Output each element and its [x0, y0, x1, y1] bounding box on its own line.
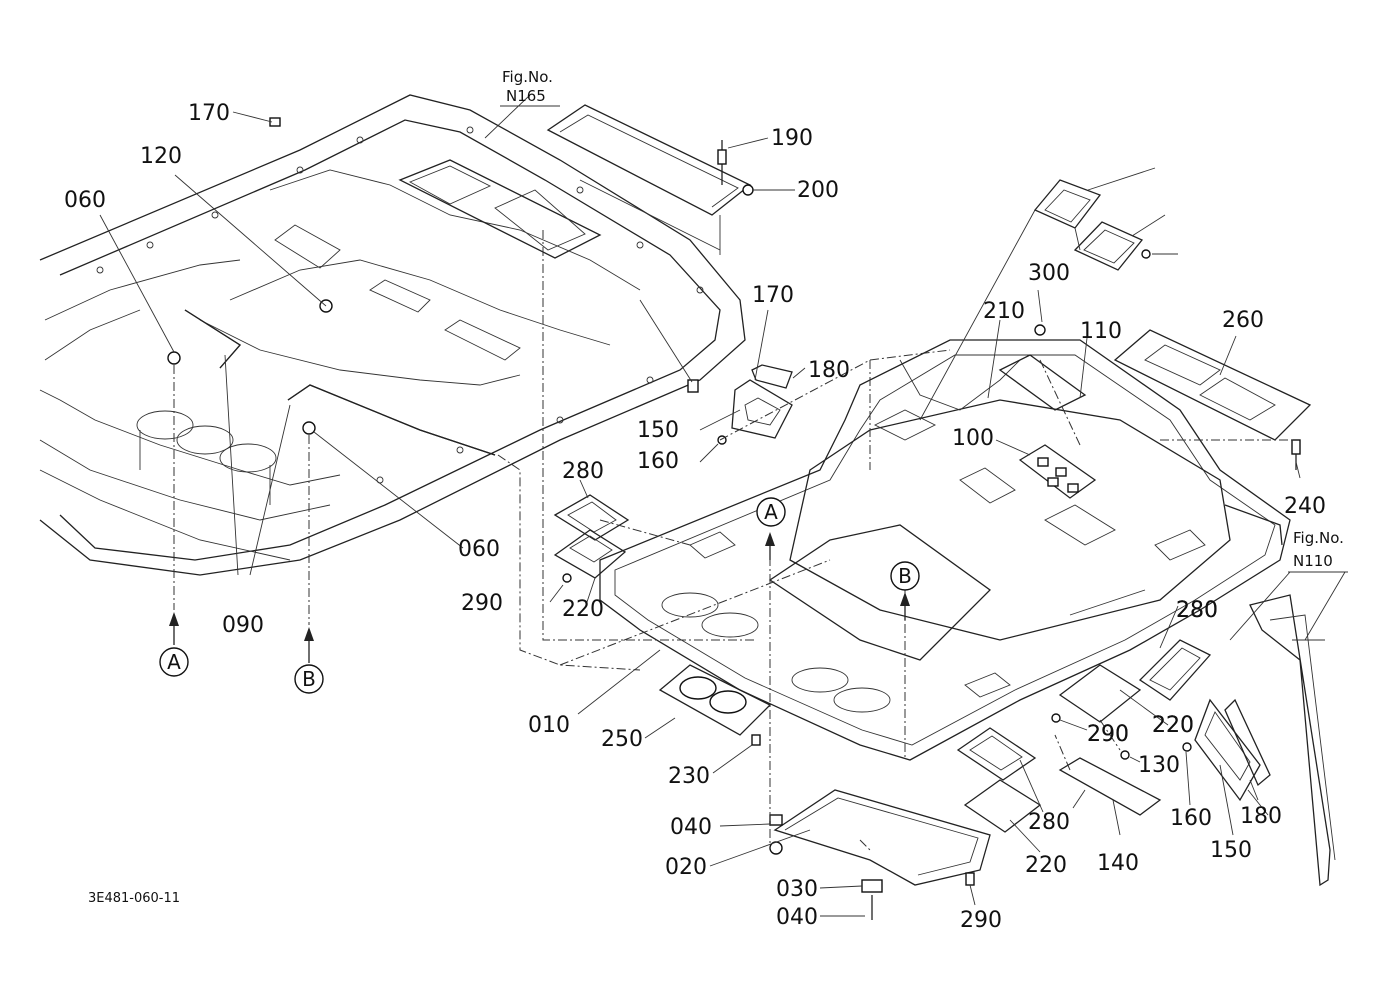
fig-ref-label: Fig.No. — [502, 68, 553, 86]
callout-090: 090 — [222, 613, 264, 638]
leader-lines — [99, 111, 1346, 917]
svg-text:B: B — [898, 564, 912, 588]
callout-010: 010 — [528, 713, 570, 738]
harness-plate — [546, 104, 754, 255]
callout-180: 180 — [808, 358, 850, 383]
svg-text:A: A — [167, 650, 181, 674]
callout-260: 260 — [1222, 308, 1264, 333]
fig-ref-label: Fig.No. — [1293, 529, 1344, 547]
callout-280: 280 — [1176, 598, 1218, 623]
callout-200: 200 — [797, 178, 839, 203]
drawing-code: 3E481-060-11 — [88, 891, 180, 906]
callout-280: 280 — [1028, 810, 1070, 835]
reference-lines — [173, 230, 1295, 851]
callout-150: 150 — [1210, 838, 1252, 863]
callout-060: 060 — [64, 188, 106, 213]
callout-170: 170 — [752, 283, 794, 308]
callout-060: 060 — [458, 537, 500, 562]
callout-220: 220 — [562, 597, 604, 622]
callout-160: 160 — [1170, 806, 1212, 831]
connector-b: B — [294, 664, 324, 694]
callout-240: 240 — [1284, 494, 1326, 519]
callout-290: 290 — [1087, 722, 1129, 747]
callout-030: 030 — [776, 877, 818, 902]
callout-290: 290 — [1087, 722, 1129, 747]
top-vent-group — [919, 179, 1151, 421]
callout-300: 300 — [1028, 261, 1070, 286]
callout-250: 250 — [601, 727, 643, 752]
callout-180: 180 — [1240, 804, 1282, 829]
callout-040: 040 — [776, 905, 818, 930]
svg-text:A: A — [764, 500, 778, 524]
callout-190: 190 — [771, 126, 813, 151]
callout-290: 290 — [461, 591, 503, 616]
speaker-250 — [658, 664, 772, 746]
fig-ref-number: N110 — [1293, 552, 1333, 570]
callout-220: 220 — [1152, 713, 1194, 738]
connector-a: A — [756, 497, 786, 527]
callout-220: 220 — [1025, 853, 1067, 878]
callout-110: 110 — [1080, 319, 1122, 344]
svg-text:B: B — [302, 667, 316, 691]
pillar-n110 — [1249, 594, 1336, 887]
callout-140: 140 — [1097, 851, 1139, 876]
callout-280: 280 — [1176, 598, 1218, 623]
connector-markers: A B A B — [159, 497, 920, 694]
callout-230: 230 — [668, 764, 710, 789]
callout-170: 170 — [188, 101, 230, 126]
callout-220: 220 — [1152, 713, 1194, 738]
callout-290: 290 — [960, 908, 1002, 933]
fig-ref-number: N165 — [506, 87, 546, 105]
callout-020: 020 — [665, 855, 707, 880]
connector-arrows — [169, 532, 910, 663]
fig-ref-n110: Fig.No. N110 — [1288, 529, 1348, 573]
switch-panel — [1018, 444, 1097, 499]
left-roof-frame — [39, 94, 746, 576]
roof-vent-260 — [1113, 329, 1312, 470]
lower-cover — [769, 789, 991, 920]
callout-210: 210 — [983, 299, 1025, 324]
callout-130: 130 — [1138, 753, 1180, 778]
connector-b: B — [890, 561, 920, 591]
fig-ref-n165: Fig.No. N165 — [500, 68, 560, 107]
callout-160: 160 — [637, 449, 679, 474]
callout-150: 150 — [637, 418, 679, 443]
callout-280: 280 — [562, 459, 604, 484]
callout-100: 100 — [952, 426, 994, 451]
connector-a: A — [159, 647, 189, 677]
callout-120: 120 — [140, 144, 182, 169]
left-lamp-group — [553, 494, 630, 583]
callout-040: 040 — [670, 815, 712, 840]
callout-labels: 1701200600900601902001701801501602802202… — [64, 101, 1326, 933]
